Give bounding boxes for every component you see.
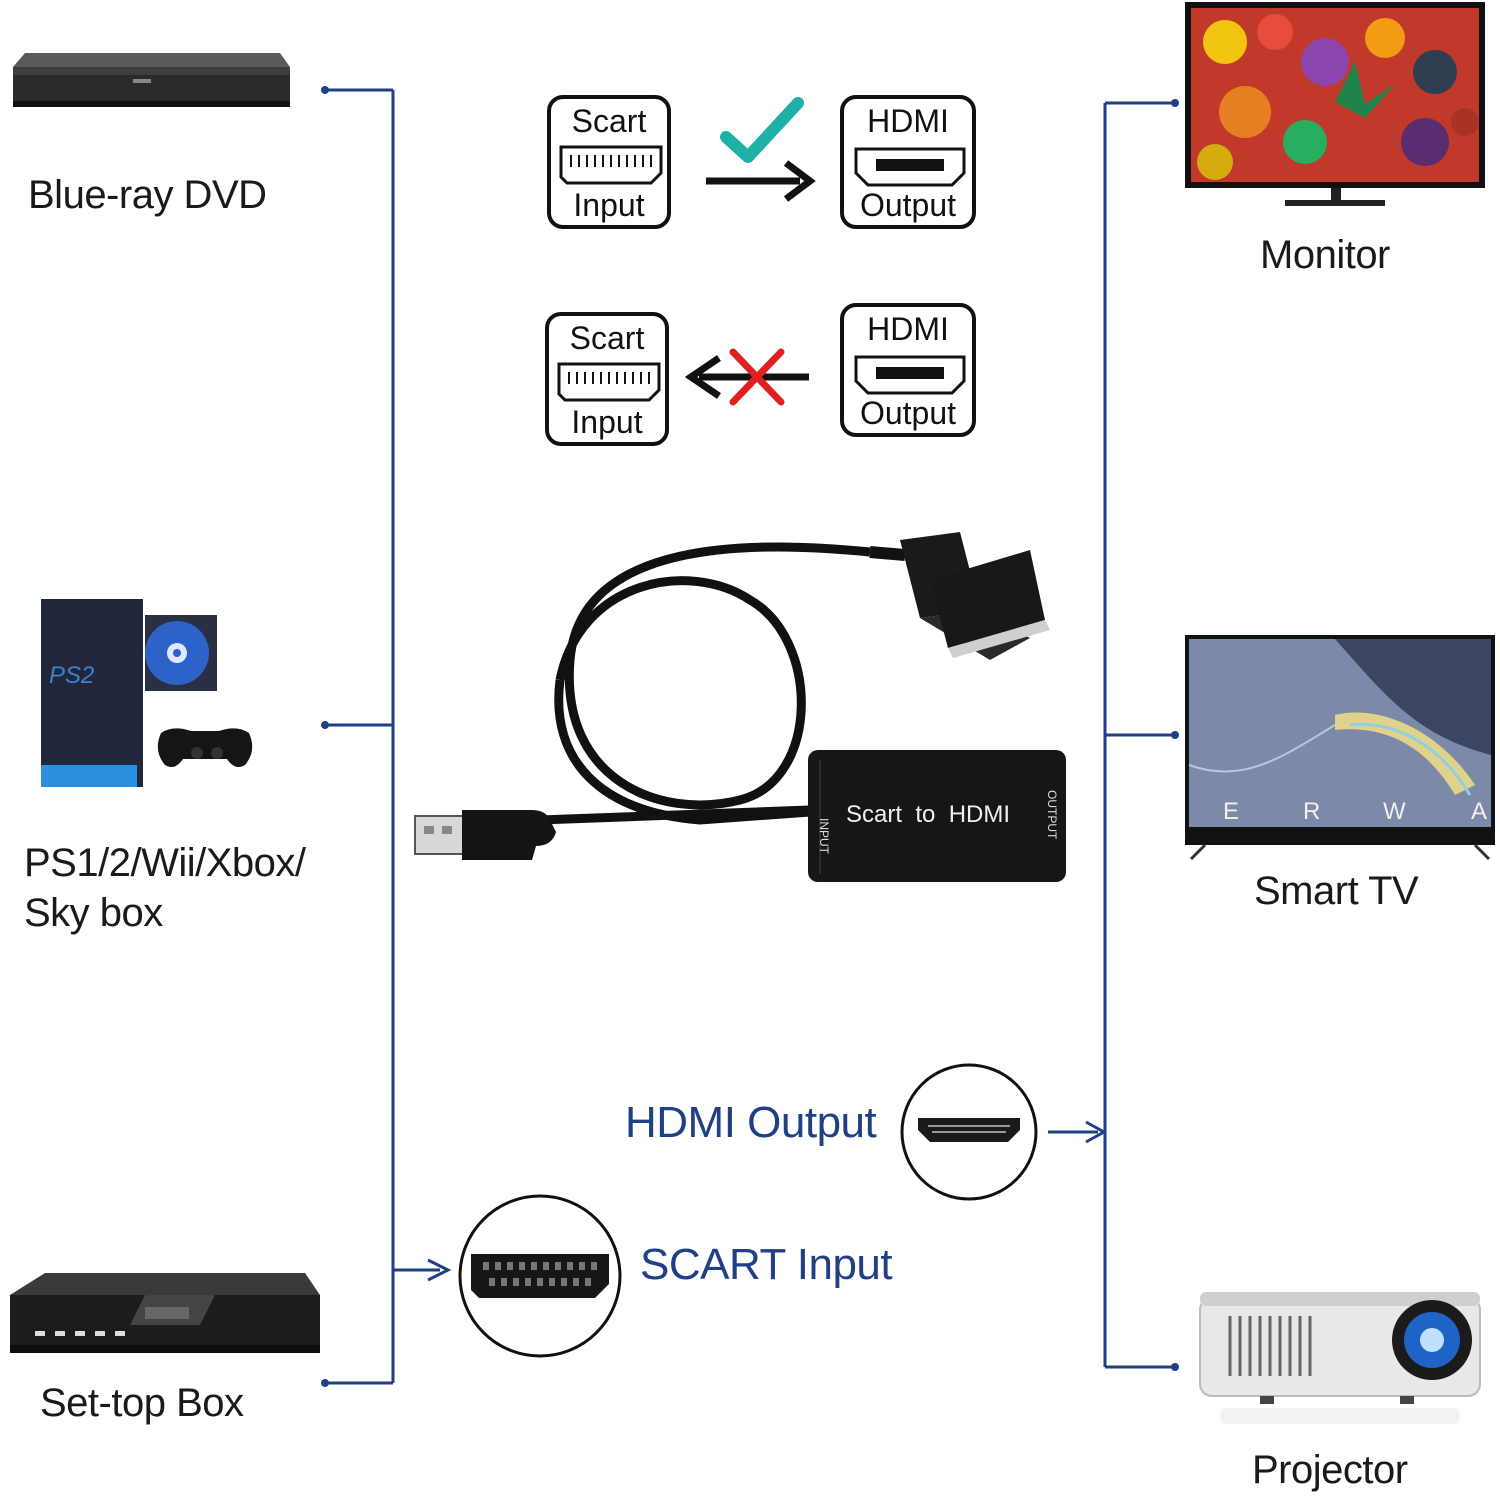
scart-input-arrow-head <box>427 1258 452 1282</box>
hdmi-connector-icon <box>854 355 966 395</box>
svg-text:PS2: PS2 <box>49 662 94 689</box>
scart-port-icon <box>458 1194 622 1358</box>
tv-letter-a: A <box>1471 798 1487 825</box>
bluray-player-icon <box>13 53 290 107</box>
hdmi-connector-icon <box>854 147 966 187</box>
source-label-settop: Set-top Box <box>40 1381 244 1425</box>
source-label-console: PS1/2/Wii/Xbox/ Sky box <box>24 841 306 935</box>
cross-icon <box>685 348 809 406</box>
hdmi-output-arrow-head <box>1085 1120 1108 1144</box>
output-label-projector: Projector <box>1252 1448 1408 1492</box>
adapter-device-label: Scart to HDMI <box>846 801 1010 828</box>
scart-input-label: SCART Input <box>640 1240 893 1289</box>
game-console-icon: PS2 <box>41 599 253 787</box>
settop-box-icon <box>10 1273 320 1353</box>
scart-to-hdmi-adapter: INPUT OUTPUT Scart to HDMI <box>414 532 1066 882</box>
scart-input-box-invalid: Scart Input <box>545 312 669 446</box>
tv-letter-w: W <box>1383 798 1406 825</box>
scart-connector-icon <box>559 145 663 185</box>
scart-input-box: Scart Input <box>547 95 671 229</box>
smart-tv-icon: E R W A <box>1185 635 1495 860</box>
source-label-dvd: Blue-ray DVD <box>28 173 267 217</box>
check-icon <box>706 97 816 202</box>
hdmi-output-box-invalid: HDMI Output <box>840 303 976 437</box>
monitor-icon <box>1185 2 1485 206</box>
hdmi-output-box: HDMI Output <box>840 95 976 229</box>
output-label-tv: Smart TV <box>1254 869 1419 913</box>
tv-letter-e: E <box>1223 798 1239 825</box>
hdmi-output-label: HDMI Output <box>625 1098 877 1147</box>
projector-icon <box>1199 1292 1481 1424</box>
adapter-output-label: OUTPUT <box>1045 790 1059 840</box>
hdmi-port-icon <box>900 1063 1038 1201</box>
adapter-input-label: INPUT <box>817 818 831 855</box>
output-label-monitor: Monitor <box>1260 233 1390 277</box>
tv-letter-r: R <box>1303 798 1320 825</box>
scart-connector-icon <box>557 362 661 402</box>
